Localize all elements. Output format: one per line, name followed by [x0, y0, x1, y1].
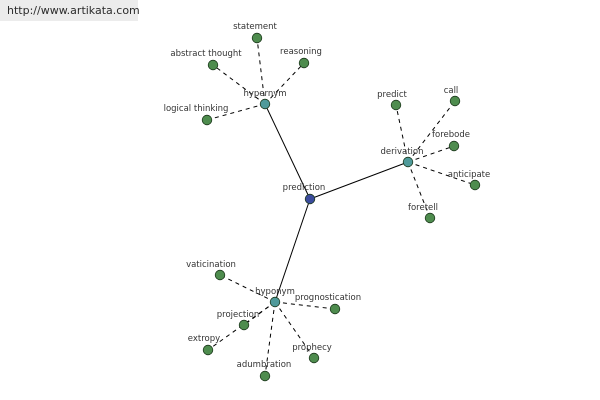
leaf-node-logical-thinking[interactable] — [201, 114, 213, 126]
hub-label-hyponym[interactable]: hyponym — [255, 287, 295, 297]
hub-node-derivation[interactable] — [402, 156, 414, 168]
edge-derivation-anticipate — [407, 161, 476, 186]
leaf-label-prognostication[interactable]: prognostication — [295, 293, 361, 303]
leaf-label-anticipate[interactable]: anticipate — [448, 170, 491, 180]
hub-node-hyponym[interactable] — [269, 296, 281, 308]
edge-hyponym-prophecy — [274, 301, 315, 359]
edge-hypernym-statement — [256, 37, 266, 105]
edge-prediction-derivation — [309, 161, 409, 200]
edge-derivation-predict — [395, 104, 409, 163]
leaf-node-adumbration[interactable] — [259, 370, 271, 382]
leaf-label-call[interactable]: call — [444, 86, 459, 96]
hub-label-hypernym[interactable]: hypernym — [243, 89, 286, 99]
leaf-label-adumbration[interactable]: adumbration — [237, 360, 292, 370]
graph-labels: statement abstract thought reasoning logica… — [164, 22, 491, 370]
hub-node-hypernym[interactable] — [259, 98, 271, 110]
edge-hypernym-logical-thinking — [206, 103, 266, 121]
leaf-node-foretell[interactable] — [424, 212, 436, 224]
leaf-node-prognostication[interactable] — [329, 303, 341, 315]
graph-nodes — [201, 32, 481, 382]
center-label-prediction[interactable]: prediction — [283, 183, 326, 193]
edge-hypernym-abstract-thought — [212, 64, 266, 105]
leaf-label-projection[interactable]: projection — [217, 310, 259, 320]
edge-derivation-foretell — [407, 161, 431, 219]
leaf-label-prophecy[interactable]: prophecy — [292, 343, 332, 353]
leaf-node-predict[interactable] — [390, 99, 402, 111]
leaf-node-call[interactable] — [449, 95, 461, 107]
leaf-label-reasoning[interactable]: reasoning — [280, 47, 322, 57]
graph-edges — [206, 37, 476, 377]
leaf-label-forebode[interactable]: forebode — [432, 130, 470, 140]
url-banner[interactable]: http://www.artikata.com — [0, 0, 140, 21]
leaf-label-logical-thinking[interactable]: logical thinking — [164, 104, 229, 114]
leaf-label-vaticination[interactable]: vaticination — [186, 260, 236, 270]
leaf-node-reasoning[interactable] — [298, 57, 310, 69]
leaf-label-extropy[interactable]: extropy — [188, 334, 220, 344]
leaf-node-forebode[interactable] — [448, 140, 460, 152]
leaf-node-extropy[interactable] — [202, 344, 214, 356]
leaf-label-statement[interactable]: statement — [233, 22, 277, 32]
leaf-node-vaticination[interactable] — [214, 269, 226, 281]
edge-derivation-call — [407, 100, 456, 163]
leaf-label-abstract-thought[interactable]: abstract thought — [170, 49, 242, 59]
edge-prediction-hyponym — [274, 198, 311, 303]
edge-hyponym-prognostication — [274, 301, 336, 310]
leaf-label-foretell[interactable]: foretell — [408, 203, 438, 213]
leaf-node-projection[interactable] — [238, 319, 250, 331]
center-node-prediction[interactable] — [304, 193, 316, 205]
leaf-node-prophecy[interactable] — [308, 352, 320, 364]
edge-prediction-hypernym — [264, 103, 311, 200]
leaf-node-statement[interactable] — [251, 32, 263, 44]
leaf-node-abstract-thought[interactable] — [207, 59, 219, 71]
edge-derivation-forebode — [407, 145, 455, 163]
leaf-label-predict[interactable]: predict — [377, 90, 407, 100]
edge-hyponym-vaticination — [219, 274, 276, 303]
leaf-node-anticipate[interactable] — [469, 179, 481, 191]
hub-label-derivation[interactable]: derivation — [380, 147, 423, 157]
edge-hypernym-reasoning — [264, 62, 305, 105]
